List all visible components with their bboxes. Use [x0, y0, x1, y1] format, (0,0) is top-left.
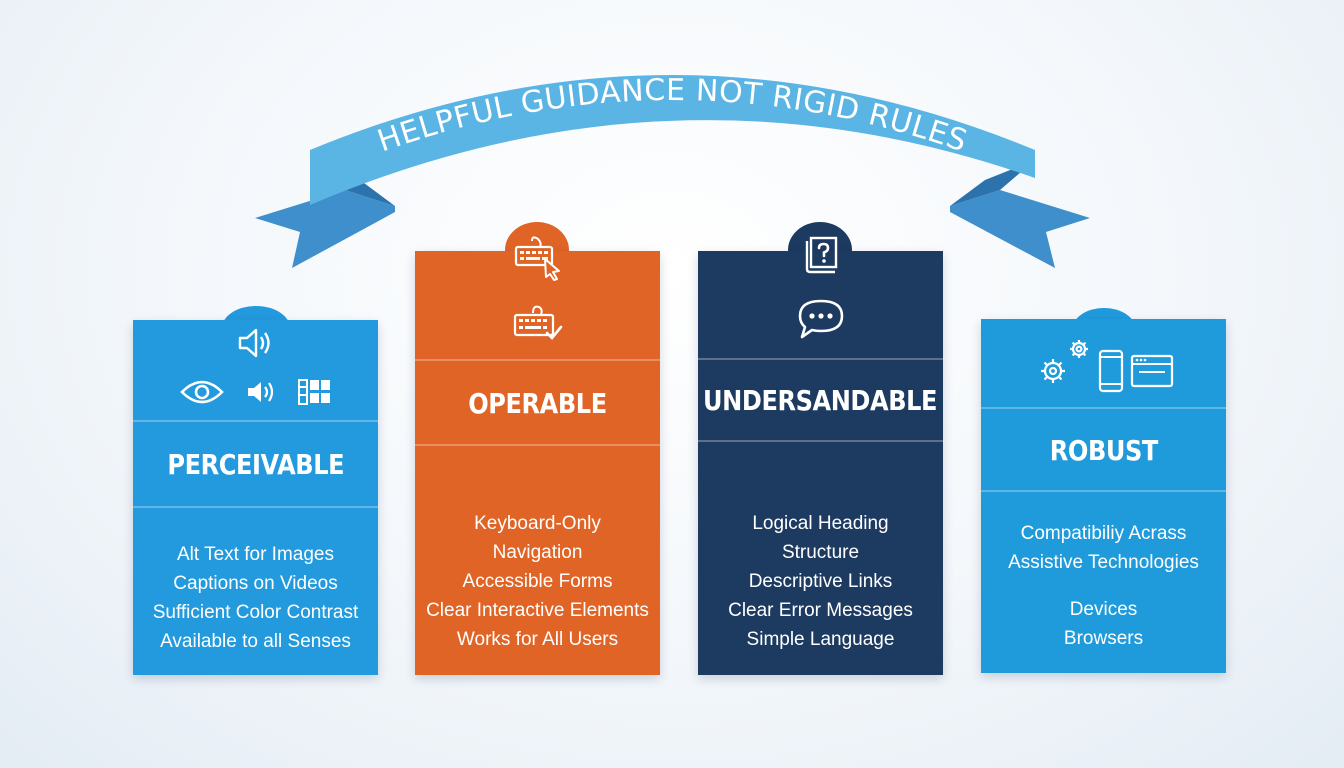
- list-item: Browsers: [1063, 628, 1144, 649]
- robust-card: ROBUST Compatibiliy Acrass Assistive Tec…: [981, 319, 1226, 673]
- list-item: Sufficient Color Contrast: [152, 602, 359, 623]
- divider: [981, 490, 1226, 492]
- list-item: Accessible Forms: [462, 571, 613, 592]
- operable-icon-row: [415, 297, 660, 353]
- list-item: Works for All Users: [456, 629, 619, 650]
- list-item: Available to all Senses: [160, 631, 351, 652]
- list-item: Descriptive Links: [748, 571, 893, 592]
- speaker-icon: [247, 382, 273, 402]
- operable-card: OPERABLE Keyboard-Only Navigation Access…: [415, 236, 660, 675]
- list-item: Structure: [781, 542, 860, 563]
- list-item: Keyboard-Only: [474, 513, 601, 534]
- list-item: Simple Language: [746, 629, 895, 650]
- keyboard-cursor-icon: [514, 236, 560, 281]
- ribbon-left-tail: [255, 190, 395, 268]
- list-item: Logical Heading: [752, 513, 889, 534]
- ribbon-right-tail: [950, 190, 1090, 268]
- ribbon-right-fold: [950, 160, 1035, 206]
- list-item: Captions on Videos: [173, 573, 338, 594]
- list-item: Assistive Technologies: [1008, 552, 1199, 573]
- perceivable-list: Alt Text for Images Captions on Videos S…: [133, 540, 378, 656]
- list-item: Devices: [1069, 599, 1138, 620]
- robust-list-top: Compatibiliy Acrass Assistive Technologi…: [981, 519, 1226, 577]
- eye-icon: [179, 380, 224, 404]
- speaker-icon: [238, 328, 270, 358]
- list-item: Navigation: [492, 542, 583, 563]
- browser-window-icon: [1130, 354, 1173, 388]
- operable-top-icon-row: [415, 233, 660, 285]
- robust-title: ROBUST: [1049, 433, 1158, 467]
- ribbon-band: [310, 75, 1035, 205]
- perceivable-title: PERCEIVABLE: [167, 447, 344, 481]
- understandable-list: Logical Heading Structure Descriptive Li…: [698, 509, 943, 654]
- list-item: Alt Text for Images: [177, 544, 334, 565]
- divider: [698, 440, 943, 442]
- understandable-title: UNDERSANDABLE: [703, 383, 938, 417]
- phone-icon: [1098, 349, 1123, 393]
- perceivable-icon-row: [133, 372, 378, 412]
- understandable-card: UNDERSANDABLE Logical Heading Structure …: [698, 236, 943, 675]
- operable-title: OPERABLE: [468, 386, 607, 420]
- list-item: Clear Interactive Elements: [426, 600, 649, 621]
- understandable-icon-row: [698, 291, 943, 347]
- robust-list-bottom: Devices Browsers: [981, 595, 1226, 653]
- list-item: Compatibiliy Acrass: [1020, 523, 1187, 544]
- divider: [415, 359, 660, 361]
- perceivable-card: PERCEIVABLE Alt Text for Images Captions…: [133, 320, 378, 675]
- banner-ribbon: HELPFUL GUIDANCE NOT RIGID RULES: [255, 73, 1090, 268]
- divider: [981, 407, 1226, 409]
- divider: [133, 420, 378, 422]
- gears-icon: [1040, 340, 1088, 383]
- grid-icon: [297, 379, 330, 405]
- divider: [415, 444, 660, 446]
- perceivable-top-icon-row: [133, 324, 378, 362]
- speech-bubble-icon: [798, 299, 843, 339]
- question-book-icon: [805, 236, 837, 274]
- operable-list: Keyboard-Only Navigation Accessible Form…: [415, 509, 660, 654]
- divider: [698, 358, 943, 360]
- understandable-top-icon-row: [698, 229, 943, 281]
- divider: [133, 506, 378, 508]
- robust-icon-row: [981, 321, 1226, 405]
- list-item: Clear Error Messages: [728, 600, 913, 621]
- keyboard-check-icon: [513, 305, 562, 340]
